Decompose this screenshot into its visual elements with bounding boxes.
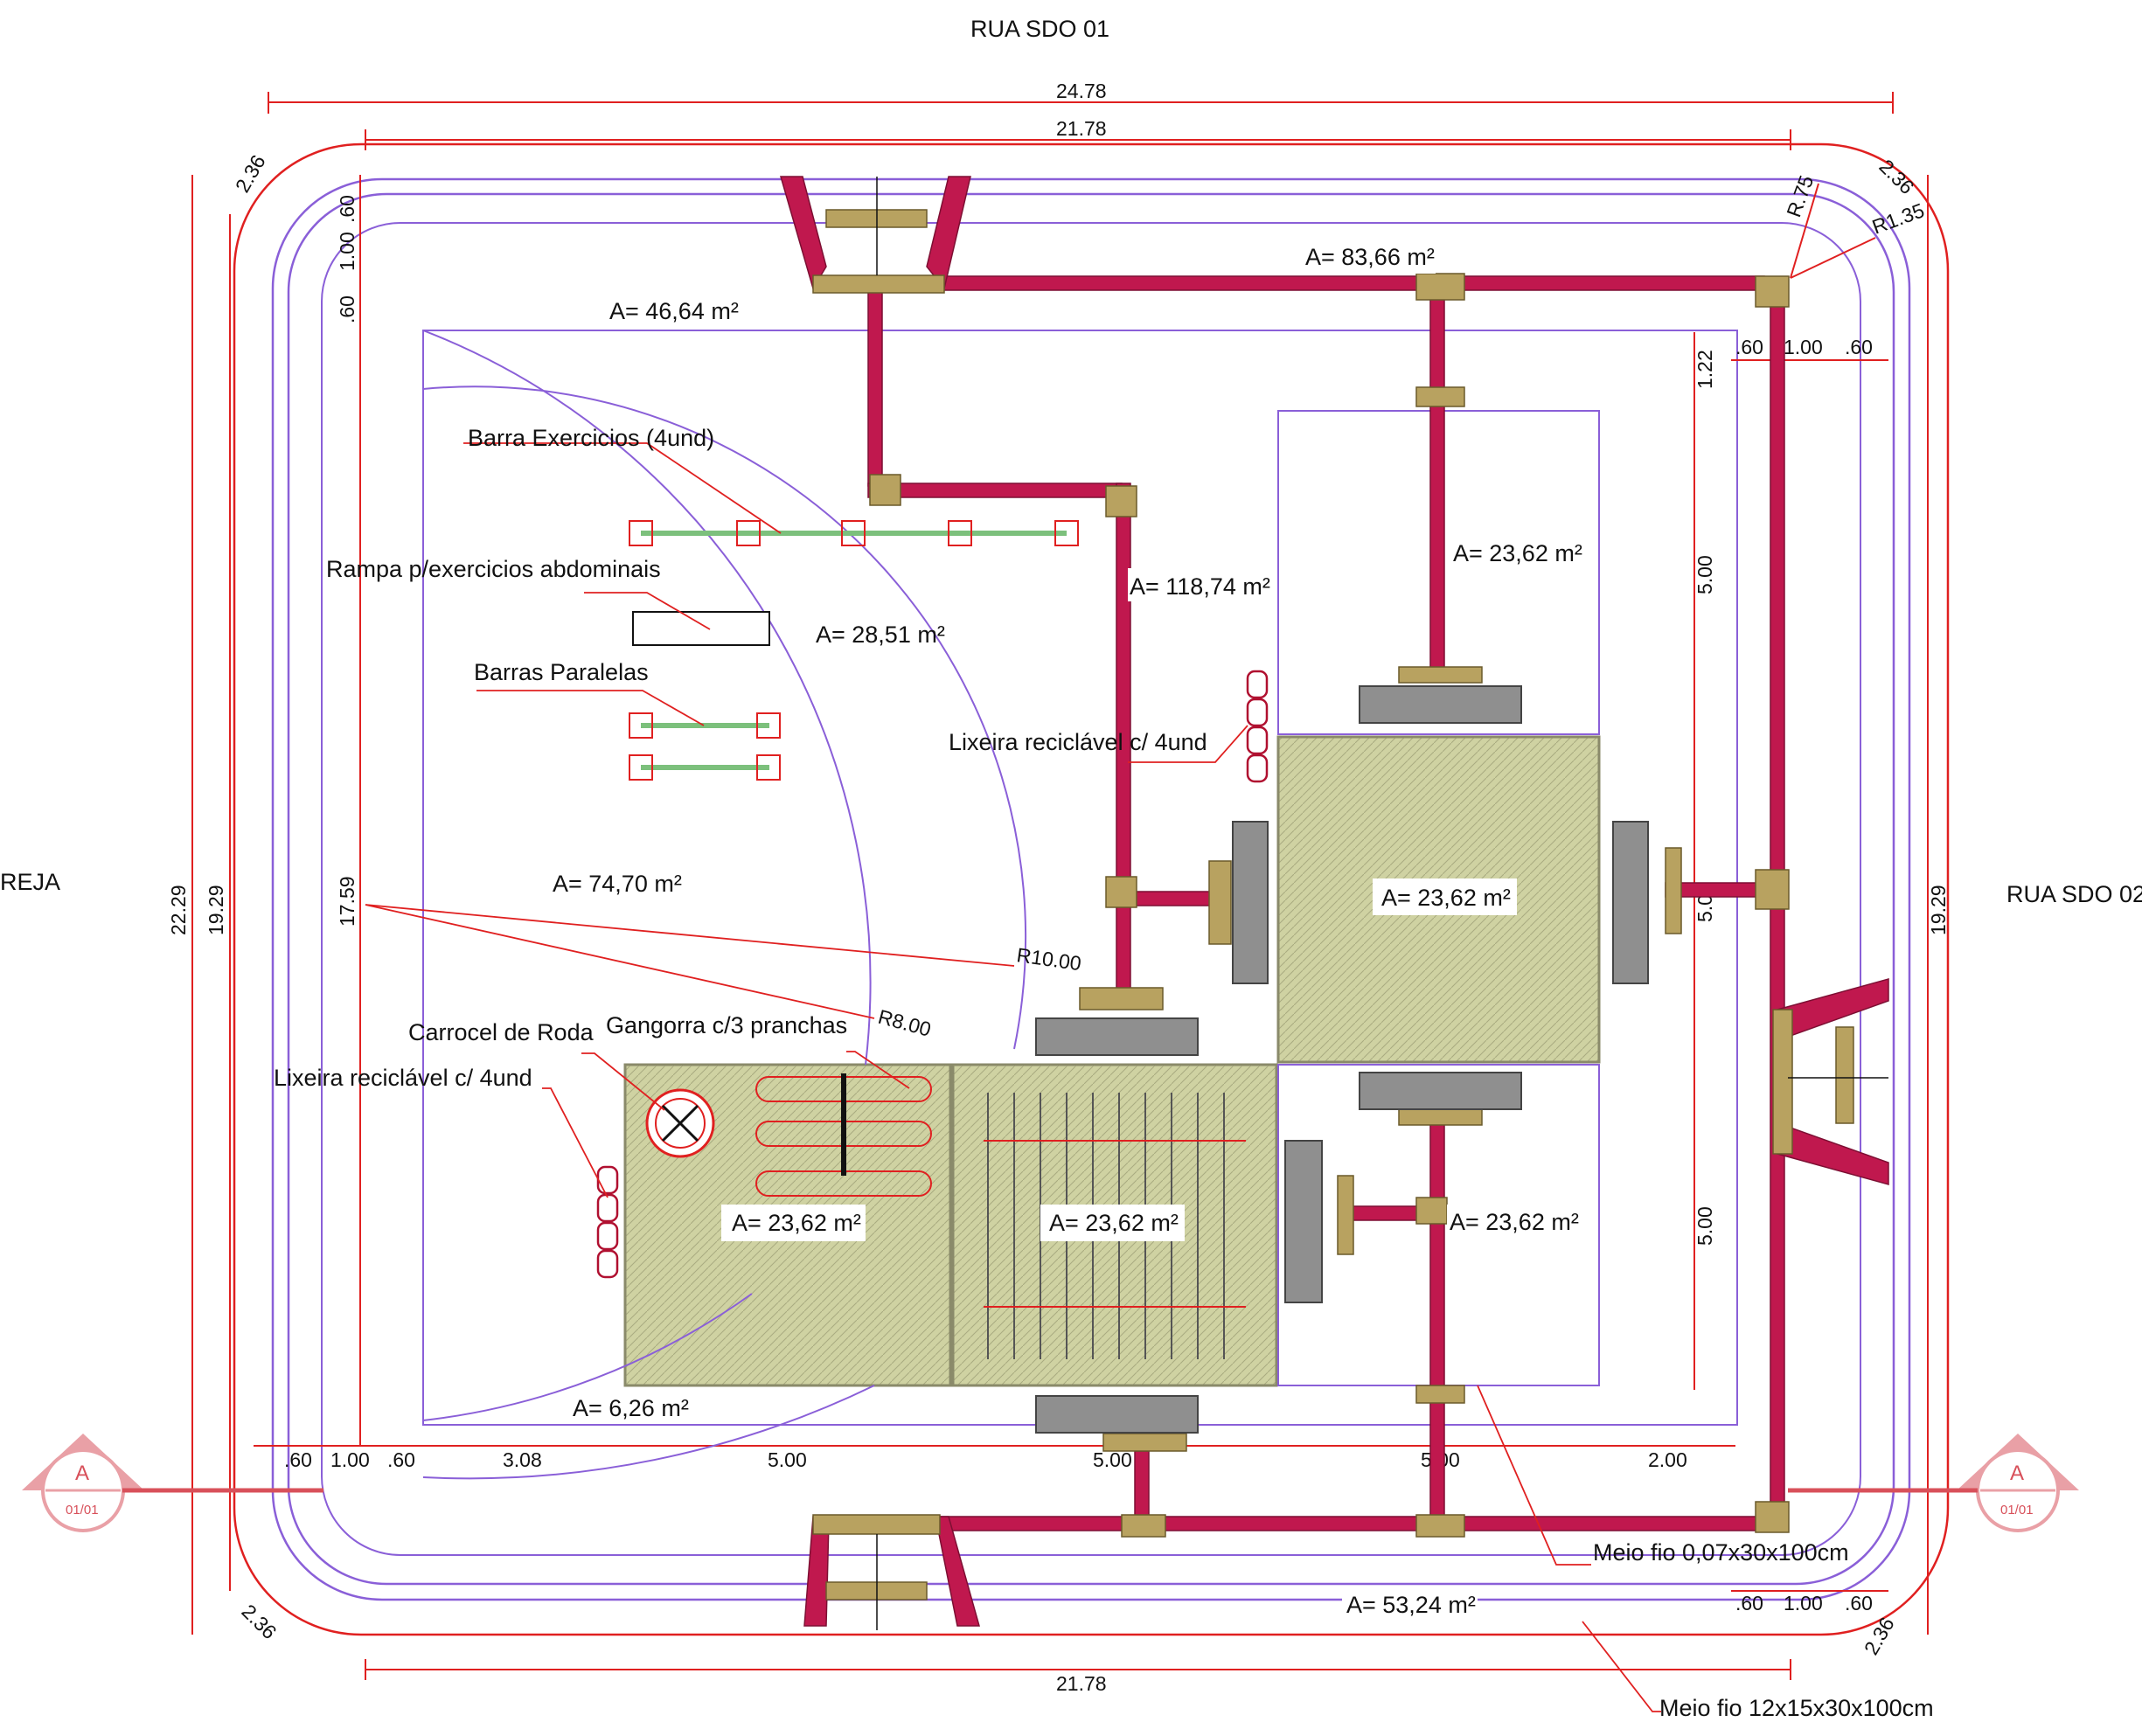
section-right-sheet: 01/01 (2000, 1503, 2034, 1517)
section-marker-left (22, 1434, 323, 1532)
area-74: A= 74,70 m² (553, 871, 682, 897)
dim-radius-outer: R1.35 (1869, 198, 1928, 238)
lixeira-top-equipment (1246, 670, 1269, 783)
area-square-bm: A= 23,62 m² (1049, 1210, 1179, 1236)
area-square-mid: A= 23,62 m² (1381, 885, 1511, 911)
street-top: RUA SDO 01 (970, 16, 1109, 42)
area-labels: A= 46,64 m² A= 83,66 m² A= 118,74 m² A= … (553, 240, 1587, 1620)
label-meio-fio-2: Meio fio 12x15x30x100cm (1659, 1695, 1934, 1721)
area-square-br: A= 23,62 m² (1450, 1209, 1579, 1235)
rampa-equipment (632, 611, 770, 646)
dim-park-height: 17.59 (336, 876, 358, 927)
dim-bl-60a: .60 (284, 1448, 312, 1471)
dim-b-308: 3.08 (503, 1448, 542, 1471)
dim-corner-tr: 2.36 (1874, 155, 1918, 198)
dimension-top (268, 92, 1894, 150)
dim-right-500c: 5.00 (1693, 1206, 1716, 1246)
section-left-sheet: 01/01 (66, 1503, 99, 1517)
dim-overall-height: 22.29 (167, 885, 190, 935)
dim-overall-width: 24.78 (1056, 80, 1107, 102)
area-46: A= 46,64 m² (609, 298, 739, 324)
section-left-letter: A (75, 1462, 89, 1485)
dim-inner-width-bottom: 21.78 (1056, 1672, 1107, 1695)
dim-inner-width-top: 21.78 (1056, 117, 1107, 140)
dim-arc-r8: R8.00 (876, 1005, 934, 1041)
dim-right-122: 1.22 (1693, 350, 1716, 389)
entrance-bottom (803, 1514, 980, 1630)
dim-bl-100: 1.00 (330, 1448, 370, 1471)
dim-tr-60b: .60 (1845, 336, 1873, 358)
area-square-bl: A= 23,62 m² (732, 1210, 861, 1236)
dim-corner-bl: 2.36 (237, 1600, 281, 1643)
dim-br-60b: .60 (1845, 1592, 1873, 1614)
barras-paralelas-equipment (629, 712, 781, 781)
label-barras-paralelas: Barras Paralelas (474, 659, 649, 685)
dim-right-500a: 5.00 (1693, 555, 1716, 594)
outer-curbs (233, 142, 1950, 1636)
gangorra-equipment (755, 1073, 932, 1197)
area-square-tr: A= 23,62 m² (1453, 540, 1582, 566)
area-118: A= 118,74 m² (1130, 573, 1270, 600)
label-lixeira-left: Lixeira reciclável c/ 4und (274, 1065, 532, 1091)
section-right-letter: A (2010, 1462, 2024, 1485)
dim-left-60b: .60 (336, 295, 358, 323)
dimension-bottom (254, 1445, 1791, 1680)
dim-b-500a: 5.00 (768, 1448, 807, 1471)
carrocel-equipment (645, 1088, 715, 1158)
area-28: A= 28,51 m² (816, 621, 945, 648)
benches (1035, 685, 1649, 1434)
dim-br-60a: .60 (1735, 1592, 1763, 1614)
grass-squares (623, 410, 1601, 1387)
entrance-top (780, 176, 971, 294)
dim-br-100: 1.00 (1784, 1592, 1823, 1614)
dim-tr-60a: .60 (1735, 336, 1763, 358)
lixeira-left-equipment (596, 1165, 619, 1279)
dim-left-100: 1.00 (336, 232, 358, 271)
label-rampa: Rampa p/exercicios abdominais (326, 556, 661, 582)
label-lixeira-top: Lixeira reciclável c/ 4und (949, 729, 1207, 755)
label-carrocel: Carrocel de Roda (408, 1019, 595, 1045)
label-gangorra: Gangorra c/3 pranchas (606, 1012, 847, 1038)
section-marker-right (1788, 1434, 2079, 1532)
label-meio-fio-1: Meio fio 0,07x30x100cm (1593, 1539, 1849, 1566)
street-left-partial: REJA (0, 869, 60, 895)
area-83: A= 83,66 m² (1305, 244, 1435, 270)
dimension-left (191, 175, 361, 1635)
dim-bl-60b: .60 (387, 1448, 415, 1471)
path-network (867, 273, 1790, 1538)
label-barra-exercicios: Barra Exercicios (4und) (468, 425, 714, 451)
dim-tr-100: 1.00 (1784, 336, 1823, 358)
leader-lines (365, 442, 1661, 1712)
area-53: A= 53,24 m² (1346, 1592, 1476, 1618)
area-6: A= 6,26 m² (573, 1395, 689, 1421)
dim-left-60a: .60 (336, 195, 358, 223)
entrance-right (1772, 978, 1889, 1185)
dimension-right (1693, 175, 1929, 1635)
dim-inner-height-right: 19.29 (1927, 885, 1950, 935)
street-right: RUA SDO 02 (2006, 881, 2142, 907)
dim-inner-height-left: 19.29 (205, 885, 227, 935)
dim-b-500b: 5.00 (1093, 1448, 1132, 1471)
dim-corner-br: 2.36 (1860, 1614, 1899, 1659)
barra-exercicios-equipment (629, 520, 1079, 546)
dim-b-200: 2.00 (1648, 1448, 1687, 1471)
